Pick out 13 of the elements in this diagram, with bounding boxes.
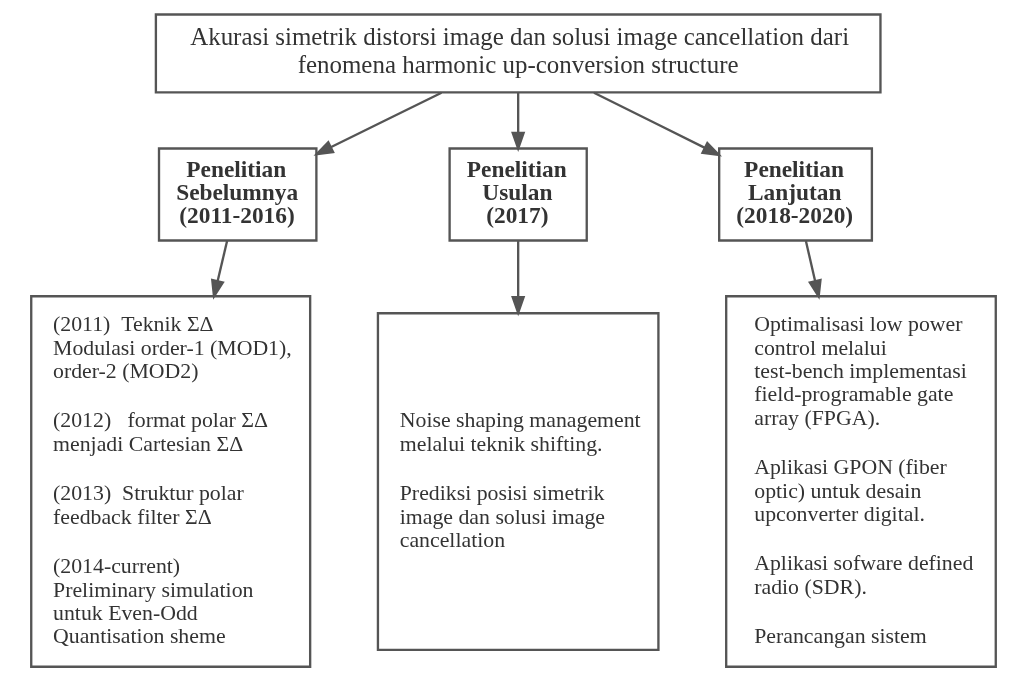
node-box: Optimalisasi low power control melalui test-bench implementasi field-programable gate array (FPGA). Aplikasi GPON (fiber optic) untuk desain upconverter digital. Aplikasi sofware defined radio (SDR). Perancangan sistem — [724, 295, 997, 668]
node-box: Penelitian Usulan (2017) — [447, 147, 588, 242]
node-box: Penelitian Sebelumnya (2011-2016) — [157, 147, 318, 242]
node-box: Noise shaping management melalui teknik shifting. Prediksi posisi simetrik image dan solusi image cancellation — [376, 312, 660, 651]
arrow — [313, 91, 442, 156]
node-box: (2011) Teknik ΣΔ Modulasi order-1 (MOD1), order-2 (MOD2) (2012) format polar ΣΔ menjadi Cartesian ΣΔ (2013) Struktur polar feedback filter ΣΔ (2014-current) Preliminary simulation untuk Even-Odd Quantisation sheme — [29, 295, 311, 668]
arrow — [510, 92, 525, 152]
arrow — [804, 240, 822, 300]
node-box: Penelitian Lanjutan (2018-2020) — [717, 147, 873, 242]
arrow — [210, 240, 228, 300]
arrow — [592, 91, 722, 157]
node-box: Akurasi simetrik distorsi image dan solusi image cancellation dari fenomena harmonic up-conversion structure — [154, 13, 882, 94]
arrow — [510, 241, 525, 317]
